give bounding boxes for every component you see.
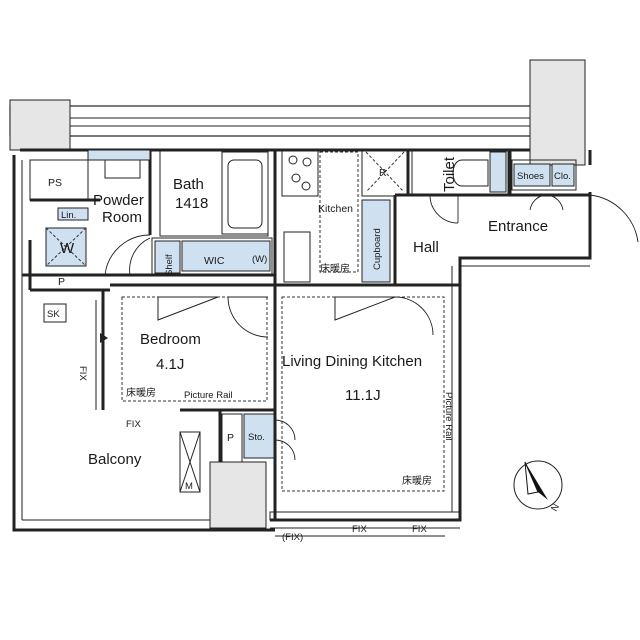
r-label: R (379, 167, 387, 179)
shelf-label: Shelf (164, 254, 175, 276)
wic-label: WIC (204, 255, 225, 267)
bath-label-2: 1418 (175, 195, 208, 212)
bedroom-label: Bedroom (140, 331, 201, 348)
fix-bottom-2-label: FIX (412, 524, 427, 535)
entrance-storage (511, 159, 639, 243)
fix-bottom-1-label: FIX (352, 524, 367, 535)
hall-label: Hall (413, 239, 439, 256)
kitchen-label: Kitchen (318, 203, 353, 215)
ps-label: PS (48, 177, 62, 189)
lin-label: Lin. (61, 210, 76, 221)
kitchen-floor-heating: 床暖房 (320, 262, 350, 275)
ldk-label: Living Dining Kitchen (282, 353, 422, 370)
toilet-fixtures (411, 149, 509, 224)
bedroom-floor-heating: 床暖房 (126, 386, 156, 399)
pillar-center-bottom (209, 461, 267, 529)
kitchen-fixtures (281, 149, 409, 283)
fix-bed-bottom-label: FIX (126, 419, 141, 430)
cupboard-label: Cupboard (372, 228, 383, 270)
balcony-fixtures (43, 300, 201, 493)
ldk-size-label: 11.1J (345, 387, 381, 404)
powder-room-label-1: Powder (93, 192, 144, 209)
p-center-label: P (227, 432, 234, 444)
wic-area (129, 237, 273, 276)
wic-w-label: (W) (252, 254, 267, 265)
powder-room-fixtures (29, 149, 151, 276)
compass (513, 460, 563, 510)
fix-bottom-paren-label: (FIX) (282, 532, 303, 543)
sk-label: SK (47, 309, 60, 320)
shoes-label: Shoes (517, 171, 544, 182)
powder-room-label-2: Room (102, 209, 142, 226)
m-label: M (185, 481, 193, 492)
top-exterior-band (9, 59, 586, 166)
bedroom-area (100, 296, 269, 402)
w-label: W (60, 240, 75, 257)
p-left-label: P (58, 276, 65, 288)
storage-area (221, 413, 296, 463)
ldk-picture-rail: Picture Rail (443, 392, 454, 441)
balcony-label: Balcony (88, 451, 142, 468)
ldk-floor-heating: 床暖房 (402, 474, 432, 487)
bottom-window-band (269, 511, 461, 537)
sto-label: Sto. (248, 432, 265, 443)
bedroom-picture-rail: Picture Rail (184, 390, 233, 401)
compass-north-label: N (549, 502, 562, 514)
ldk-area (281, 296, 445, 492)
bedroom-size-label: 4.1J (156, 356, 184, 373)
bath-label-1: Bath (173, 176, 204, 193)
toilet-label: Toilet (441, 156, 458, 192)
entrance-label: Entrance (488, 218, 548, 235)
fix-left-label: FIX (77, 366, 88, 381)
clo-label: Clo. (554, 171, 571, 182)
bath-fixtures (159, 149, 269, 237)
